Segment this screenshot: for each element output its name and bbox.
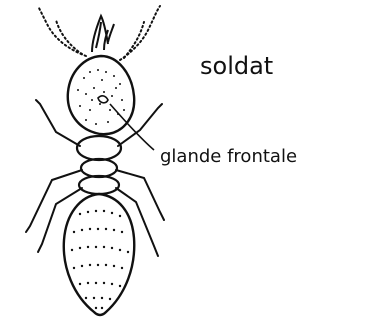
frontal-gland (98, 96, 108, 103)
mandibles (92, 16, 114, 52)
metanotum (79, 176, 119, 194)
right-hind-leg (116, 188, 158, 256)
head-stipple (77, 69, 125, 125)
legs (26, 100, 164, 256)
abdomen (64, 194, 134, 315)
head-capsule (68, 56, 134, 134)
left-middle-leg (26, 170, 82, 232)
caption-glande-frontale: glande frontale (160, 146, 297, 167)
pronotum (77, 136, 121, 160)
left-antenna (38, 6, 86, 56)
mesonotum (81, 159, 117, 177)
caption-soldat: soldat (200, 52, 273, 80)
thorax (77, 136, 121, 194)
left-front-leg (36, 100, 80, 146)
left-antenna-inner (56, 20, 82, 54)
right-antenna (120, 6, 160, 60)
